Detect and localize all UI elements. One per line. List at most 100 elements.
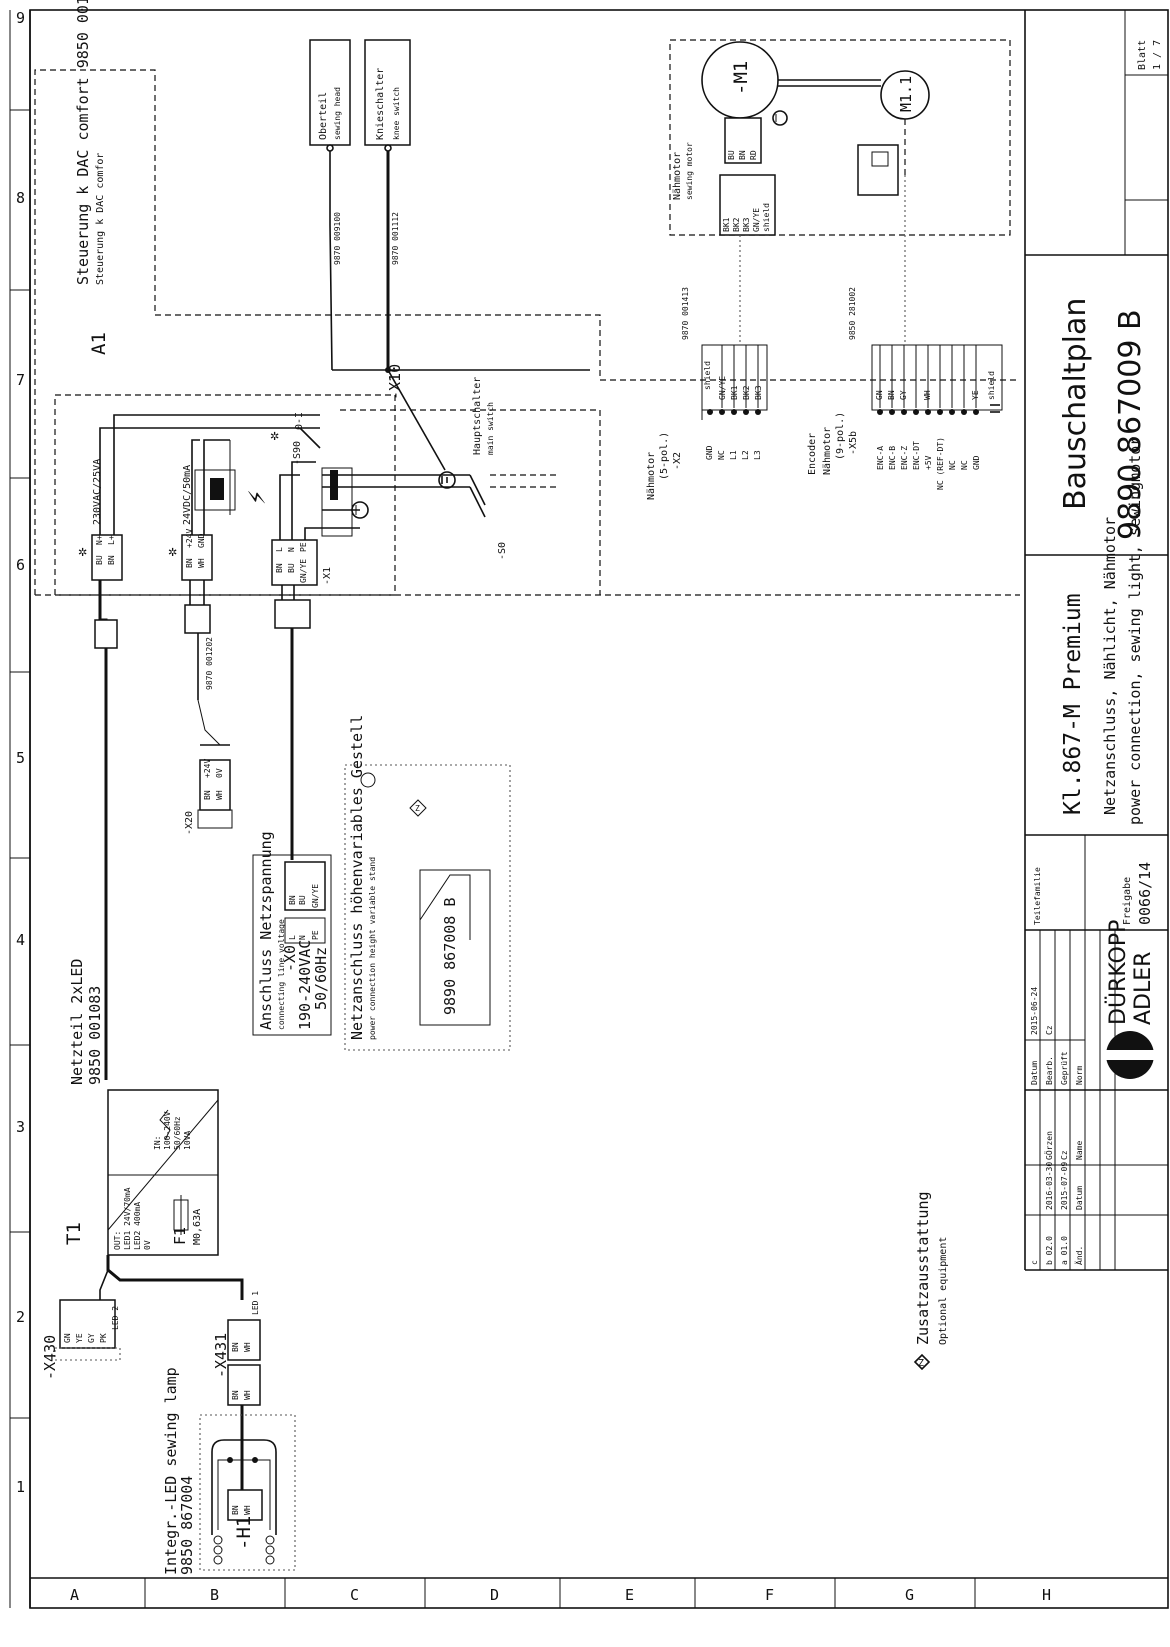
z-marker-text: Z bbox=[918, 1358, 924, 1369]
x1-pin: BU bbox=[287, 563, 296, 573]
rev-index: b 02.0 bbox=[1045, 1236, 1054, 1265]
x0-freq: 50/60Hz bbox=[312, 947, 330, 1010]
row-letter: E bbox=[625, 1586, 634, 1604]
controller-title-en: Steuerung k DAC comfor bbox=[95, 153, 106, 285]
optional-de: Zusatzausstattung bbox=[914, 1191, 932, 1345]
col-number: 1 bbox=[16, 1478, 25, 1496]
controller-a1: A1 Steuerung k DAC comfort 9850 001401 S… bbox=[34, 0, 1020, 596]
description-en: power connection, sewing light, sewingmo… bbox=[1126, 437, 1144, 825]
x0-title-en: connecting line voltage bbox=[277, 919, 286, 1030]
lamp-pin: BN bbox=[231, 1505, 240, 1515]
x0-pin: N bbox=[298, 935, 307, 940]
product-name: Kl.867-M Premium bbox=[1060, 593, 1086, 815]
sewing-head: Oberteil sewing head 9870 009100 bbox=[309, 39, 351, 371]
x5b-pin: ENC-B bbox=[888, 446, 897, 470]
motor-ground-icon bbox=[772, 110, 788, 126]
x5b-connector: GN BN GY WH YE shield Encoder Nähmotor (… bbox=[807, 344, 1003, 490]
freigabe-value: 0066/14 bbox=[1136, 862, 1154, 925]
main-switch-de: Hauptschalter bbox=[472, 377, 483, 455]
norm-label: Norm bbox=[1075, 1066, 1084, 1085]
x5b-pin: GND bbox=[972, 455, 981, 470]
sheet-label: Blatt bbox=[1137, 40, 1148, 70]
rev-name: Cz bbox=[1060, 1150, 1069, 1160]
x5b-shield: shield bbox=[987, 371, 996, 400]
x1-connector bbox=[271, 539, 318, 586]
psu-in-line: IN: bbox=[153, 1136, 162, 1150]
x20-label: 0V bbox=[215, 768, 224, 778]
conn-pin: BU bbox=[95, 555, 104, 565]
doc-title: Bauschaltplan bbox=[1058, 298, 1093, 510]
psu-in-line: 100-240V bbox=[163, 1111, 172, 1150]
x1-pin: GN/YE bbox=[299, 559, 308, 583]
note-marker-icon bbox=[360, 772, 376, 788]
rev-date: 2015-07-09 bbox=[1060, 1162, 1069, 1210]
sewing-head-en: sewing head bbox=[333, 87, 342, 140]
psu-out-line: LED1 24V/70mA bbox=[123, 1187, 132, 1250]
col-number: 7 bbox=[16, 371, 25, 389]
motor-pin: BK1 bbox=[722, 217, 731, 232]
psu-out-line: LED2 400mA bbox=[133, 1202, 142, 1250]
x10-junction: -X10 bbox=[332, 364, 590, 489]
row-letter: D bbox=[490, 1586, 499, 1604]
x5b-pin: ENC-A bbox=[876, 446, 885, 470]
psu-out-line: 0V bbox=[143, 1240, 152, 1250]
rev-name: Name bbox=[1075, 1141, 1084, 1160]
ac-dc-icon bbox=[159, 1109, 171, 1141]
main-switch-id: -S0 bbox=[497, 542, 508, 560]
rev-name: GÖrzen bbox=[1044, 1131, 1054, 1160]
psu-cables: 9870 001202 bbox=[94, 580, 311, 1080]
knee-switch-cable: 9870 001112 bbox=[391, 212, 400, 265]
lamp-body-icon bbox=[211, 1439, 277, 1535]
x2-pin: L2 bbox=[741, 450, 750, 460]
z-marker-icon bbox=[913, 1353, 931, 1371]
row-letter: H bbox=[1042, 1586, 1051, 1604]
x1-pin: BN bbox=[275, 563, 284, 573]
x5b-label-pol: (9-pol.) bbox=[835, 412, 846, 460]
conn-label: L+ bbox=[107, 535, 116, 545]
motor-pin: GN/YE bbox=[752, 208, 761, 232]
rev-date: 2016-03-30 bbox=[1045, 1162, 1054, 1210]
lamp-pin: WH bbox=[243, 1505, 252, 1515]
fuse-id: F1 bbox=[171, 1227, 189, 1245]
x0-id: -X0 bbox=[281, 945, 299, 972]
x430-pin: GN bbox=[63, 1333, 72, 1343]
z-marker-icon bbox=[409, 799, 427, 817]
height-variable-stand: Netzanschluss höhenvariables Gestell pow… bbox=[344, 715, 511, 1051]
knee-switch-en: knee switch bbox=[392, 87, 401, 140]
bearb-value: Cz bbox=[1045, 1025, 1054, 1035]
lamp-title: Integr.-LED sewing lamp bbox=[162, 1367, 180, 1575]
x5b-pin: NC bbox=[960, 460, 969, 470]
x431-pin: BN bbox=[231, 1390, 240, 1400]
encoder-icon bbox=[857, 144, 899, 196]
row-letters: A B C D E F G H bbox=[70, 1578, 1051, 1608]
x2-connector: shield GN/YE BK1 BK2 BK3 Nähmotor (5-pol… bbox=[646, 344, 768, 500]
power-section: BU BN N+ L+ 230VAC/25VA ✲ BN WH +24V GND… bbox=[78, 412, 440, 586]
x430-pin: YE bbox=[75, 1333, 84, 1343]
x20-id: -X20 bbox=[184, 811, 195, 835]
x1-label: L bbox=[275, 547, 284, 552]
v24-label: 24VDC/50mA bbox=[182, 465, 193, 525]
x5b-pin: NC bbox=[948, 460, 957, 470]
ground-icon bbox=[351, 501, 369, 519]
datum-value: 2015-06-24 bbox=[1030, 987, 1039, 1035]
optional-equipment-note: Z Zusatzausstattung Optional equipment bbox=[913, 1191, 949, 1371]
conn-230v bbox=[91, 534, 123, 581]
x431-id: -X431 bbox=[212, 1333, 230, 1378]
x20-label: +24V bbox=[203, 759, 212, 778]
drawing-frame bbox=[9, 9, 1169, 1609]
x0-voltage: 190-240VAC bbox=[296, 940, 314, 1030]
conn-pin: BN bbox=[107, 555, 116, 565]
x10-id: -X10 bbox=[386, 364, 404, 400]
x430-connector: GN YE GY PK -X430 LED 2 bbox=[41, 1299, 121, 1380]
x431-pin: WH bbox=[243, 1390, 252, 1400]
x1-label: N bbox=[287, 547, 296, 552]
x2-pin: L3 bbox=[753, 450, 762, 460]
x5b-pin: ENC-DT bbox=[912, 441, 921, 470]
rev-index: c bbox=[1030, 1260, 1039, 1265]
motor-pin: BK2 bbox=[732, 217, 741, 232]
motor-m1: -M1 bbox=[730, 61, 752, 95]
z-marker-text: Z bbox=[415, 804, 420, 813]
optional-en: Optional equipment bbox=[938, 1237, 949, 1345]
x0-title-de: Anschluss Netzspannung bbox=[257, 831, 275, 1030]
x2-pin: NC bbox=[717, 450, 726, 460]
